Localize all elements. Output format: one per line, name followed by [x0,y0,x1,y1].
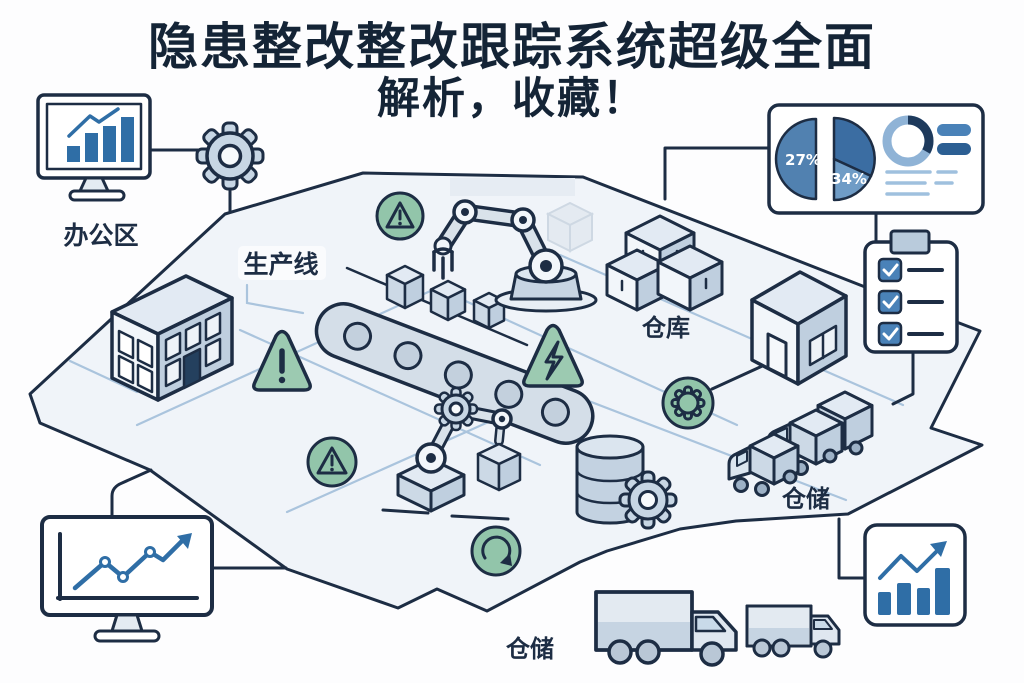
robot-arm-2-icon [381,386,522,521]
checklist-rows [877,257,944,347]
checklist-clipboard-icon [863,229,959,354]
title-line-1: 隐患整改整改跟踪系统超级全面 [148,18,876,76]
growth-bar-chart-icon [863,523,967,627]
building-windows-right [164,311,222,388]
recycle-circle-icon [470,525,522,577]
storage-trucks [727,390,874,497]
building-door [766,332,788,379]
building-door [182,347,202,390]
storage-right-label: 仓储 [781,485,830,513]
storage-bottom-label: 仓储 [505,635,554,663]
pie-chart-icon: 27% 34% [774,116,876,202]
title-line-2: 解析，收藏！ [377,74,647,124]
conveyor-boxes [385,264,506,330]
gear-circle-icon [661,376,715,430]
bar-chart-bars [67,117,134,162]
donut-chart-icon [882,115,934,167]
warehouse-label: 仓库 [641,314,690,342]
database-gear-icon [618,470,678,530]
gear-icon [195,121,265,191]
warning-circle-icon-2 [306,436,358,488]
robot-claw [432,247,454,280]
truck-side-icon [594,590,738,667]
warning-circle-icon [375,191,425,241]
truck-icon [727,432,800,497]
bottom-trucks [594,590,841,667]
office-monitor-bar-chart-icon [36,93,152,202]
office-building [110,274,234,402]
database-icon [575,434,678,530]
dashboard-panel: 27% 34% [767,103,985,215]
stat-pill [937,143,971,155]
page-title: 隐患整改整改跟踪系统超级全面 解析，收藏！ [0,20,1024,122]
pie-right-label: 34% [831,170,867,188]
building-windows [117,329,154,394]
warning-triangle-icon [252,329,312,392]
warehouse-building [750,270,848,386]
truck-side-icon [745,604,841,659]
dashboard-text-lines [885,170,958,196]
production-label-backdrop [238,246,326,280]
stat-pill [937,124,971,136]
back-wall-band [450,178,575,196]
pie-left-label: 27% [785,151,821,169]
warehouse-boxes [605,214,724,312]
held-box [476,442,522,492]
lightning-triangle-icon [522,323,584,388]
trend-line [67,107,120,138]
ghost-box [545,201,595,253]
robot-arm-icon [432,199,598,313]
office-area-label: 办公区 [63,221,138,250]
production-line-label: 生产线 [243,250,318,279]
conveyor-belt [314,302,595,445]
line-chart-monitor-icon [40,515,214,643]
